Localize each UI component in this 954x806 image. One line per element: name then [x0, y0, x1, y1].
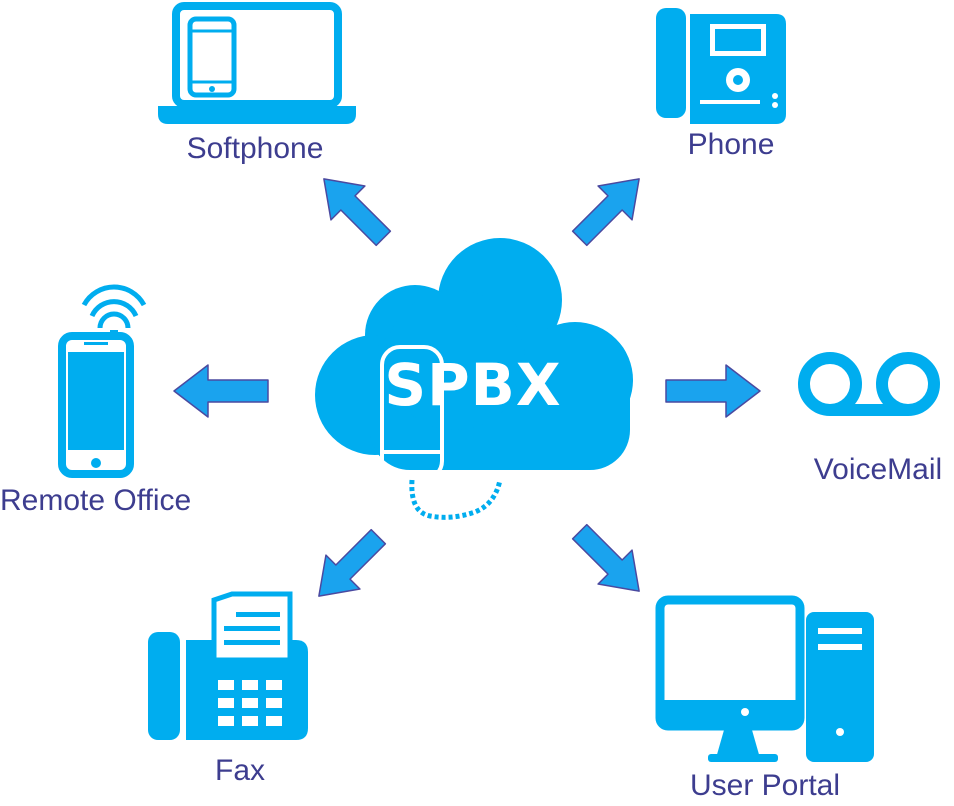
fax-label: Fax — [214, 754, 266, 787]
fax-icon — [148, 591, 308, 740]
voicemail-icon — [798, 352, 940, 416]
laptop-icon — [158, 2, 356, 124]
smartphone-icon — [58, 284, 147, 478]
arrow-to-fax — [318, 528, 387, 597]
spbx-label: SPBX — [384, 351, 562, 419]
arrow-to-voicemail — [665, 364, 761, 418]
remote-office-label: Remote Office — [0, 484, 192, 517]
phone-label: Phone — [687, 128, 775, 161]
softphone-label: Softphone — [186, 132, 324, 165]
arrow-to-softphone — [323, 178, 392, 247]
desk-phone-icon — [656, 8, 786, 124]
arrow-to-user-portal — [571, 523, 640, 592]
desktop-computer-icon — [655, 595, 874, 762]
cloud-handset-icon — [315, 238, 633, 520]
arrow-to-remote-office — [173, 364, 269, 418]
voicemail-label: VoiceMail — [813, 453, 943, 486]
user-portal-label: User Portal — [689, 769, 841, 802]
arrow-to-phone — [571, 178, 640, 247]
